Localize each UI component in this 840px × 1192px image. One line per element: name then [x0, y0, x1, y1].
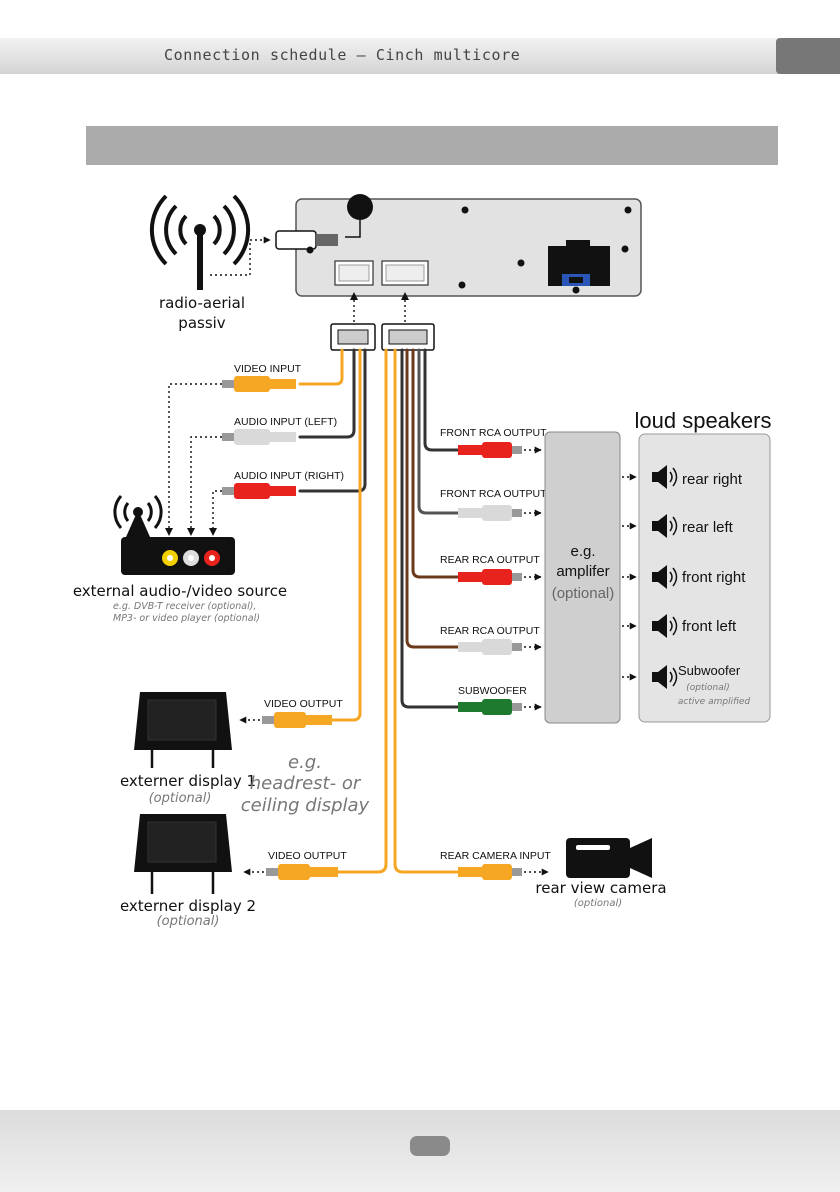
- speaker-subwoofer: Subwoofer: [678, 663, 741, 678]
- speaker-front-left: front left: [682, 618, 737, 635]
- subwoofer-note-1: (optional): [686, 683, 730, 693]
- camera-icon: [566, 838, 652, 878]
- amplifier-label-3: (optional): [552, 585, 615, 602]
- display-1-label: externer display 1: [120, 772, 256, 790]
- speaker-rear-right: rear right: [682, 471, 743, 488]
- subwoofer-note-2: active amplified: [678, 697, 751, 707]
- headrest-label-2: headrest- or: [250, 773, 362, 794]
- rear-camera-input-label: REAR CAMERA INPUT: [440, 850, 551, 862]
- audio-right-plug: [222, 483, 296, 499]
- section-bar: [86, 126, 778, 165]
- page-title: Connection schedule – Cinch multicore: [164, 46, 521, 64]
- video-input-plug: [222, 376, 296, 392]
- speaker-icon: [652, 565, 678, 589]
- page-number-pill: [410, 1136, 450, 1156]
- subwoofer-plug: [458, 699, 522, 715]
- wires: [298, 348, 472, 874]
- amplifier-label-1: e.g.: [570, 543, 595, 560]
- display-1-icon: [134, 692, 232, 768]
- rear-camera-plug: [458, 864, 522, 880]
- rear-rca-plug-2: [458, 639, 522, 655]
- display-2-note: (optional): [157, 914, 220, 929]
- av-source-icon: [113, 495, 235, 575]
- header-bar: [0, 38, 840, 74]
- speaker-icon: [652, 665, 678, 689]
- rear-rca-plug-1: [458, 569, 522, 585]
- head-unit: [275, 194, 642, 297]
- video-output-plug-2: [266, 864, 338, 880]
- speaker-front-right: front right: [682, 569, 746, 586]
- front-rca-plug-1: [458, 442, 522, 458]
- rear-rca-label-1: REAR RCA OUTPUT: [440, 554, 540, 566]
- av-source-label: external audio-/video source: [73, 582, 287, 600]
- loud-speakers-title: loud speakers: [635, 408, 772, 433]
- amplifier-box: [544, 431, 621, 724]
- speaker-icon: [652, 614, 678, 638]
- headrest-label-1: e.g.: [288, 752, 322, 773]
- display-1-note: (optional): [149, 791, 212, 806]
- video-output-plug-1: [262, 712, 332, 728]
- audio-left-plug: [222, 429, 296, 445]
- amplifier-label-2: amplifer: [556, 563, 609, 580]
- radio-aerial-icon: [149, 194, 251, 290]
- av-source-note-2: MP3- or video player (optional): [113, 613, 260, 624]
- headrest-label-3: ceiling display: [241, 795, 370, 816]
- audio-right-label: AUDIO INPUT (RIGHT): [234, 470, 344, 482]
- speaker-icon: [652, 514, 678, 538]
- speaker-rear-left: rear left: [682, 519, 734, 536]
- display-2-label: externer display 2: [120, 897, 256, 915]
- harness-connectors: [330, 323, 435, 351]
- speaker-icon: [652, 465, 678, 489]
- video-output-label-1: VIDEO OUTPUT: [264, 698, 343, 710]
- front-rca-label-2: FRONT RCA OUTPUT: [440, 488, 547, 500]
- video-output-label-2: VIDEO OUTPUT: [268, 850, 347, 862]
- camera-label: rear view camera: [535, 879, 666, 897]
- speakers-box: [638, 433, 771, 723]
- rear-rca-label-2: REAR RCA OUTPUT: [440, 625, 540, 637]
- display-2-icon: [134, 814, 232, 894]
- subwoofer-out-label: SUBWOOFER: [458, 685, 527, 697]
- front-rca-label-1: FRONT RCA OUTPUT: [440, 427, 547, 439]
- chapter-tab: [776, 38, 840, 74]
- video-input-label: VIDEO INPUT: [234, 363, 302, 375]
- radio-aerial-label-2: passiv: [178, 314, 226, 332]
- front-rca-plug-2: [458, 505, 522, 521]
- av-source-note-1: e.g. DVB-T receiver (optional),: [113, 601, 256, 612]
- radio-aerial-label: radio-aerial: [159, 294, 245, 312]
- audio-left-label: AUDIO INPUT (LEFT): [234, 416, 337, 428]
- camera-note: (optional): [574, 898, 622, 909]
